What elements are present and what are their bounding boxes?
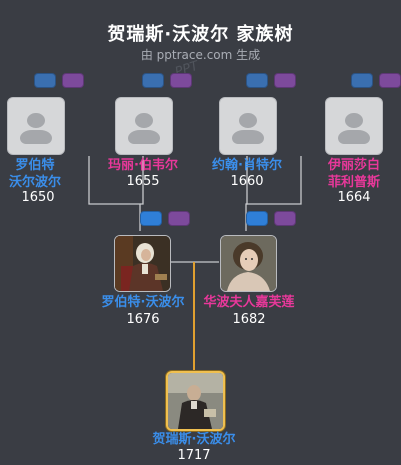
person-name[interactable]: 贺瑞斯·沃波尔 [152,432,236,447]
connector-line [140,156,144,205]
portrait-photo[interactable] [166,371,225,431]
family-tag-blue[interactable] [142,73,164,88]
person-year: 1664 [337,190,371,205]
person-year: 1682 [232,312,266,327]
person-year: 1650 [21,190,55,205]
portrait-catherine-shorter-icon [221,236,276,291]
family-tag-blue[interactable] [351,73,373,88]
person-name-line: 伊丽莎白 [327,158,380,173]
person-year: 1676 [126,312,160,327]
person-name[interactable]: 罗伯特·沃波尔 [101,295,185,310]
avatar-placeholder-icon[interactable] [325,97,383,155]
person-year: 1655 [126,174,160,189]
avatar-placeholder-icon[interactable] [219,97,277,155]
person-name-line: 沃尔波尔 [8,175,61,190]
family-tag-purple[interactable] [274,211,296,226]
avatar-placeholder-icon[interactable] [115,97,173,155]
person-year: 1717 [177,448,211,463]
page-subtitle: 由 pptrace.com 生成 [140,48,261,62]
family-tag-purple[interactable] [62,73,84,88]
person-name[interactable]: 罗伯特 沃尔波尔 [0,157,70,191]
family-tag-blue[interactable] [34,73,56,88]
family-tag-blue[interactable] [246,211,268,226]
connector-line [246,156,302,205]
family-tag-purple[interactable] [168,211,190,226]
family-tag-blue[interactable] [140,211,162,226]
family-tag-purple[interactable] [274,73,296,88]
portrait-robert-walpole-icon [115,236,170,291]
person-year: 1660 [230,174,264,189]
family-tag-blue[interactable] [246,73,268,88]
person-name[interactable]: 伊丽莎白 菲利普斯 [316,157,392,191]
person-name[interactable]: 约翰·肖特尔 [212,158,282,173]
portrait-photo[interactable] [220,235,277,292]
person-name-line: 菲利普斯 [327,175,380,190]
family-tag-purple[interactable] [170,73,192,88]
portrait-horace-walpole-icon [168,373,223,429]
page-title: 贺瑞斯·沃波尔 家族树 [107,24,294,45]
portrait-photo[interactable] [114,235,171,292]
person-name[interactable]: 玛丽·伯韦尔 [108,158,178,173]
family-tag-purple[interactable] [379,73,401,88]
person-name[interactable]: 华波夫人嘉芙莲 [203,295,295,310]
avatar-placeholder-icon[interactable] [7,97,65,155]
person-name-line: 罗伯特 [15,158,55,173]
